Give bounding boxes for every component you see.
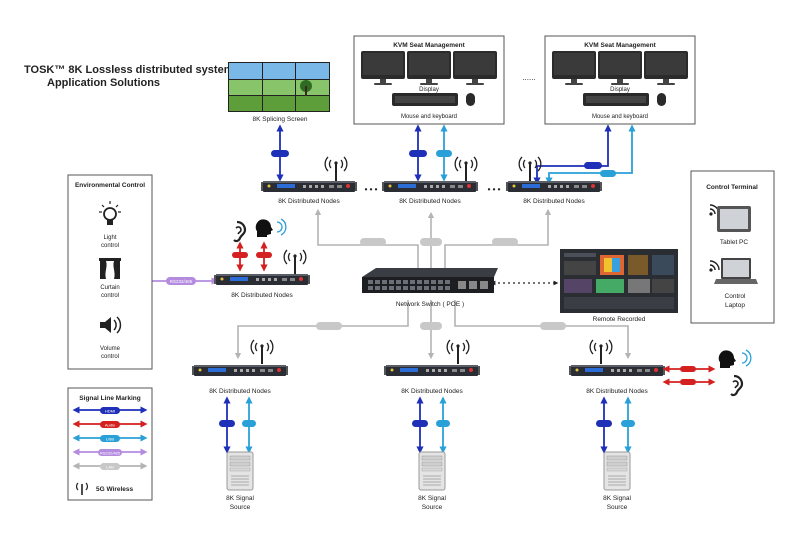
bottom-node-1: 8K Distributed Nodes 8K Signal Source <box>192 339 288 511</box>
light-label-1: Light <box>103 235 116 241</box>
volume-icon <box>100 316 122 334</box>
nodes-ellipsis-1: • • • <box>365 185 378 194</box>
top-node-3: 8K Distributed Nodes <box>506 156 602 205</box>
laptop-label-1: Control <box>725 293 747 300</box>
curtain-label-2: control <box>101 293 119 299</box>
node-label: 8K Distributed Nodes <box>231 292 293 299</box>
environmental-control-panel: Environmental Control Light control Curt… <box>67 174 153 370</box>
top-node-1: 8K Distributed Nodes <box>261 156 357 205</box>
node-label: 8K Distributed Nodes <box>586 388 648 395</box>
control-terminal-panel: Control Terminal Tablet PC Control Lapto… <box>690 170 775 324</box>
lan-tags <box>316 238 566 330</box>
light-icon <box>99 201 121 225</box>
volume-label-2: control <box>101 354 119 360</box>
source-label-2: Source <box>230 504 251 511</box>
kvm-seat-1: KVM Seat Management Display Mouse and ke… <box>353 35 505 125</box>
node-label: 8K Distributed Nodes <box>401 388 463 395</box>
kvm-display-label-2: Display <box>610 87 630 93</box>
diagram-subtitle: Application Solutions <box>47 77 160 89</box>
curtain-label-1: Curtain <box>100 285 119 291</box>
legend-rs232-tag: RS232/485 <box>100 451 121 456</box>
kvm-mkb-label-2: Mouse and keyboard <box>592 114 648 120</box>
bottom-node-3: 8K Distributed Nodes 8K Signal Source <box>569 339 752 511</box>
legend-usb-tag: USB <box>106 437 115 442</box>
source-label-1: 8K Signal <box>603 495 631 502</box>
terminal-title: Control Terminal <box>706 184 758 191</box>
wireless-icon <box>709 260 720 272</box>
remote-recorded: Remote Recorded <box>560 249 678 323</box>
legend-lan-tag: LAN <box>106 465 114 470</box>
rs232-line: RS232/485 <box>152 277 219 285</box>
tablet-icon <box>717 206 751 232</box>
env-title: Environmental Control <box>75 182 145 189</box>
switch-label: Network Switch ( POE ) <box>396 301 464 308</box>
node-label: 8K Distributed Nodes <box>209 388 271 395</box>
source-label-2: Source <box>607 504 628 511</box>
signal-legend: Signal Line Marking HDMI Audio USB RS232… <box>67 387 153 501</box>
node-label: 8K Distributed Nodes <box>278 198 340 205</box>
bottom-node-2: 8K Distributed Nodes 8K Signal Source <box>384 339 480 511</box>
remote-label: Remote Recorded <box>593 316 646 323</box>
top-node-2: 8K Distributed Nodes <box>382 156 478 205</box>
kvm-ellipsis: ...... <box>522 73 535 82</box>
laptop-icon <box>714 258 758 284</box>
legend-hdmi-tag: HDMI <box>105 409 115 414</box>
nodes-ellipsis-2: • • • <box>488 185 501 194</box>
diagram-title: TOSK™ 8K Lossless distributed system <box>24 64 234 76</box>
splicing-screen <box>228 62 330 112</box>
kvm-title-2: KVM Seat Management <box>584 42 656 49</box>
curtain-icon <box>99 258 121 279</box>
source-label-1: 8K Signal <box>226 495 254 502</box>
legend-wireless-label: 5G Wireless <box>96 486 134 493</box>
node-label: 8K Distributed Nodes <box>399 198 461 205</box>
kvm-seat-2: KVM Seat Management Display Mouse and ke… <box>544 35 696 125</box>
kvm-display-label-1: Display <box>419 87 439 93</box>
wireless-legend-icon <box>76 482 88 495</box>
laptop-label-2: Laptop <box>725 302 745 309</box>
splicing-label: 8K Splicing Screen <box>253 116 308 123</box>
source-label-1: 8K Signal <box>418 495 446 502</box>
legend-audio-tag: Audio <box>105 423 116 428</box>
kvm-title-1: KVM Seat Management <box>393 42 465 49</box>
tablet-label: Tablet PC <box>720 239 748 246</box>
legend-title: Signal Line Marking <box>79 395 140 402</box>
node-label: 8K Distributed Nodes <box>523 198 585 205</box>
volume-label-1: Volume <box>100 346 121 352</box>
left-node: 8K Distributed Nodes <box>214 218 310 299</box>
network-switch: Network Switch ( POE ) <box>362 268 498 308</box>
source-label-2: Source <box>422 504 443 511</box>
rs232-tag: RS232/485 <box>170 279 193 284</box>
light-label-2: control <box>101 243 119 249</box>
kvm-mkb-label-1: Mouse and keyboard <box>401 114 457 120</box>
